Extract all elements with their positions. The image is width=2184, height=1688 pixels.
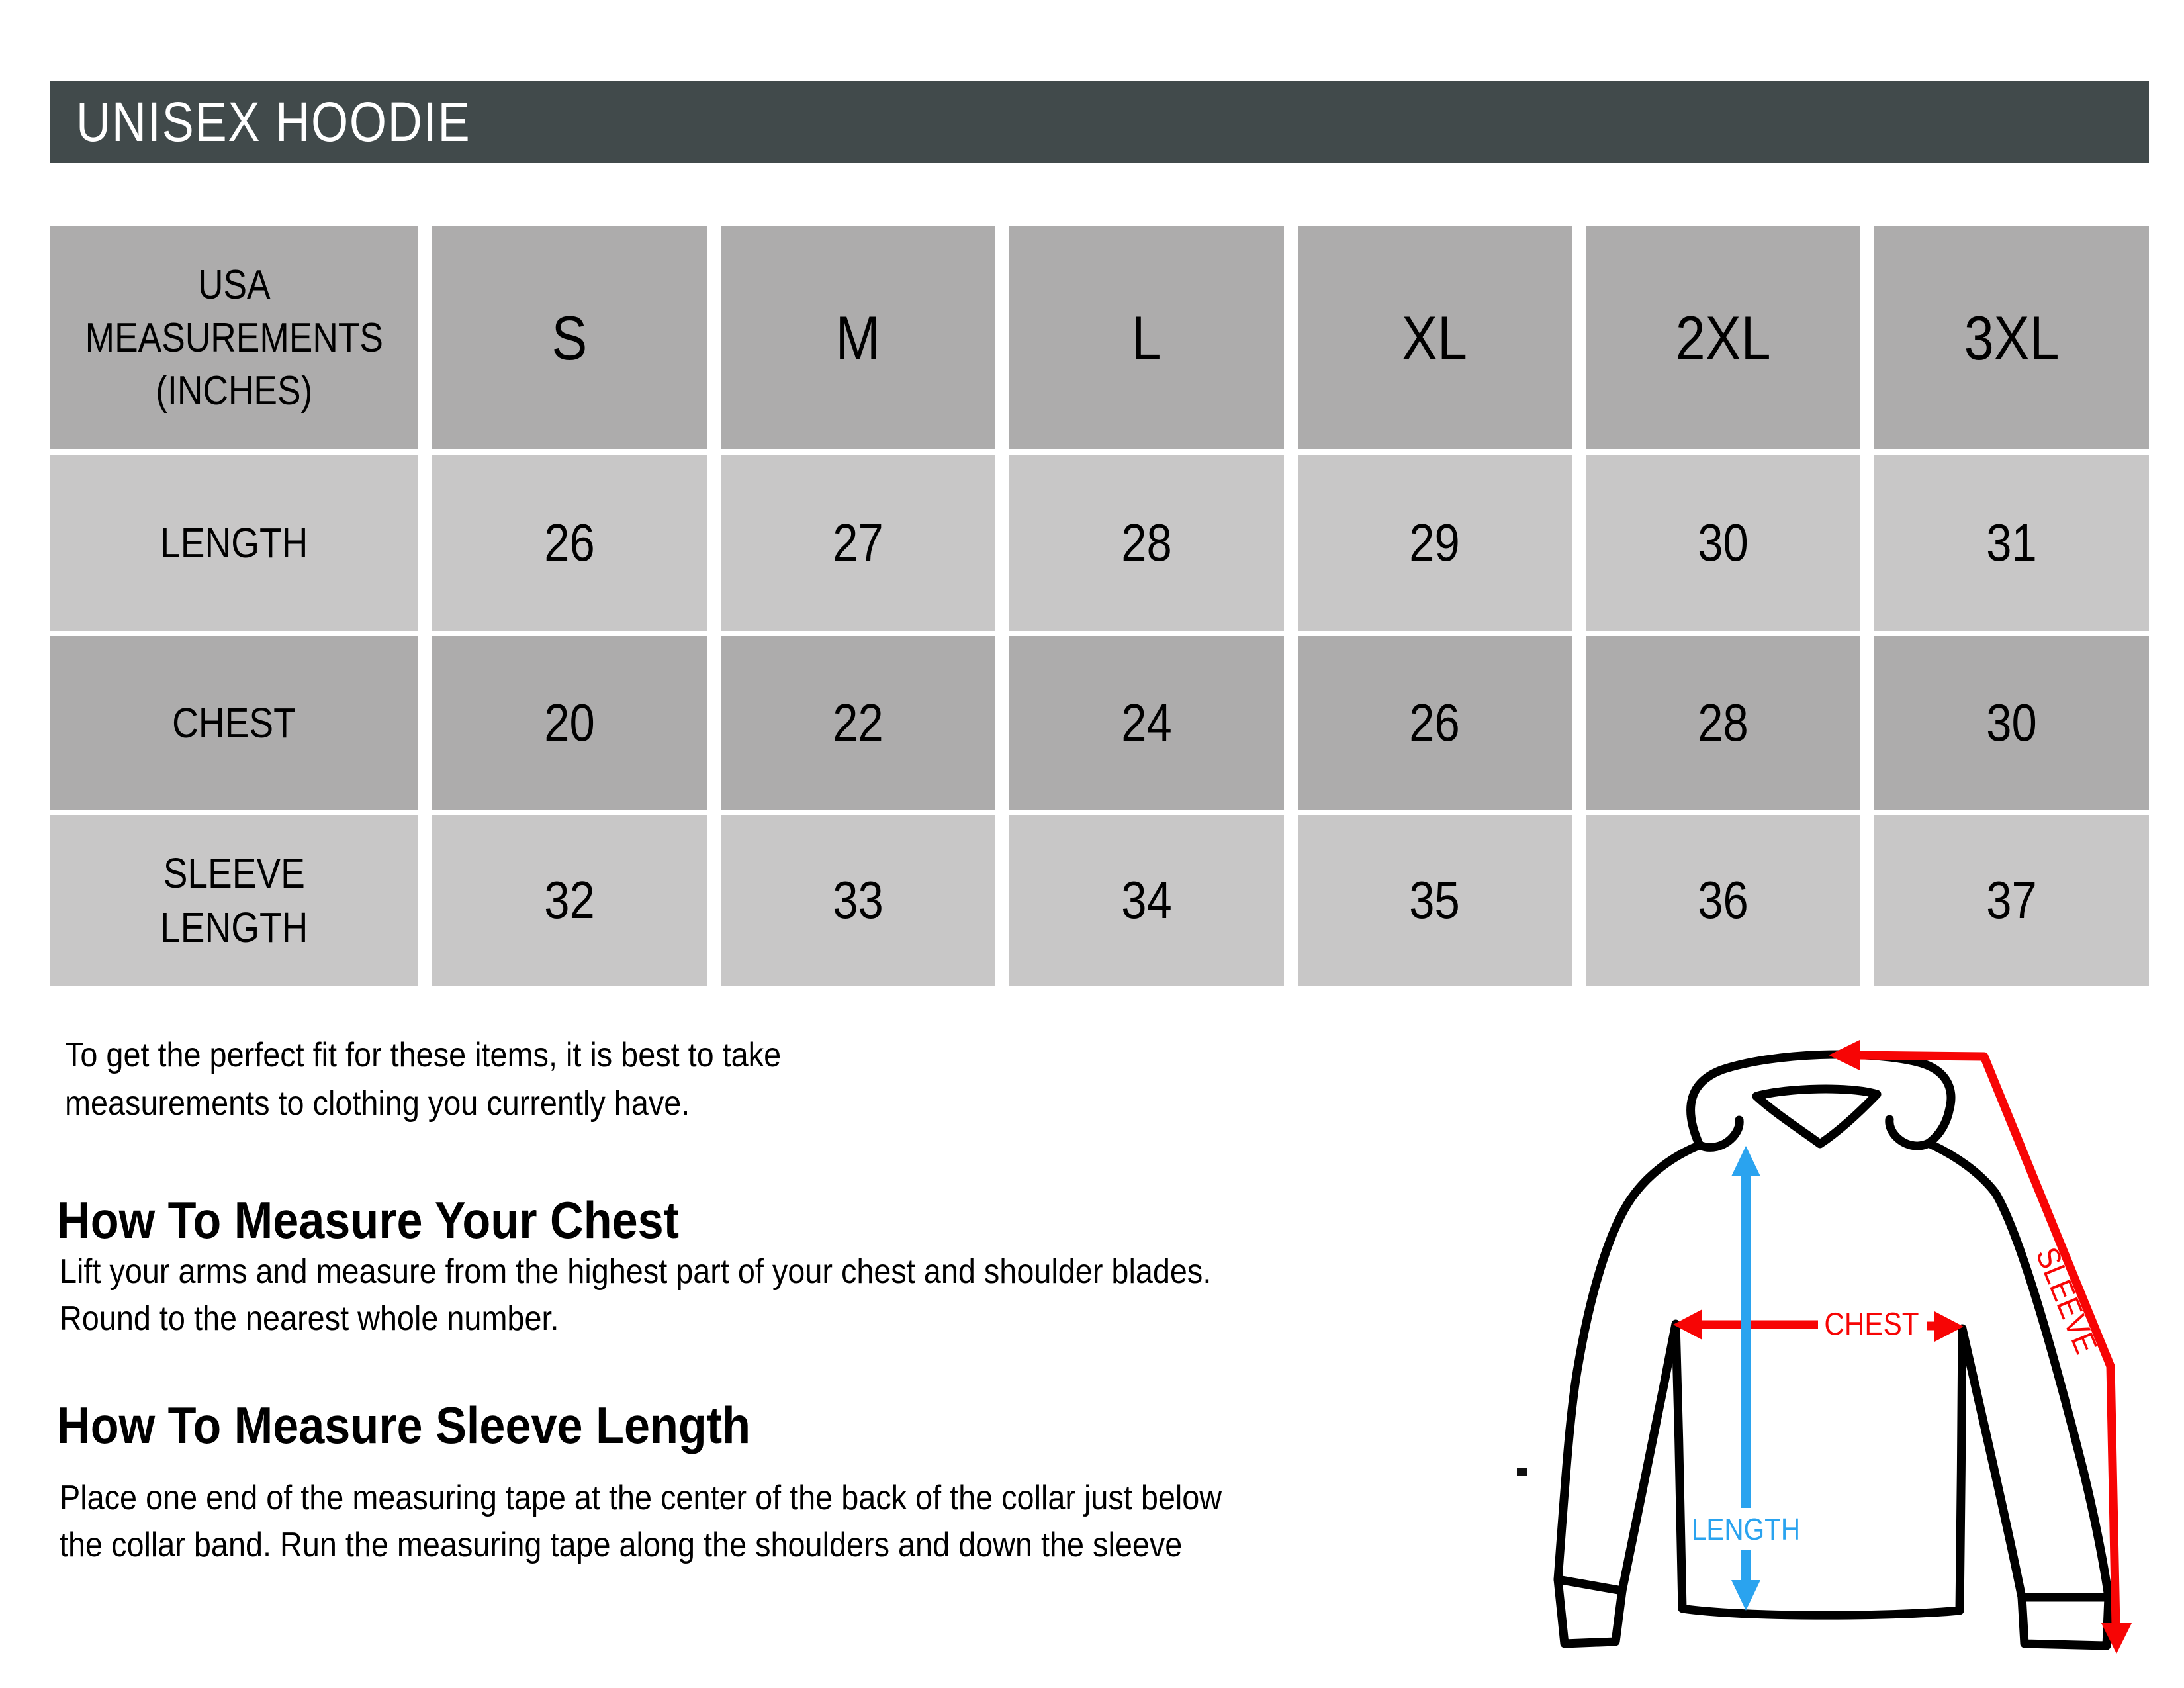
hood-right-curl <box>1885 1115 1933 1150</box>
size-header-xl: XL <box>1297 226 1572 449</box>
hoodie-outline <box>1553 1050 2113 1650</box>
chest-arrow <box>1673 1309 1964 1342</box>
table-corner-header: USA MEASUREMENTS (INCHES) <box>50 226 418 449</box>
sleeve-arrow <box>1829 1040 2132 1654</box>
length-arrow <box>1731 1146 1760 1611</box>
hood-left-curl <box>1695 1115 1744 1152</box>
length-xl: 29 <box>1297 455 1572 631</box>
chest-3xl: 30 <box>1874 636 2149 810</box>
title-bar: UNISEX HOODIE <box>50 81 2149 163</box>
chest-2xl: 28 <box>1586 636 1861 810</box>
sleeve-s: 32 <box>432 815 707 986</box>
sleeve-section-heading: How To Measure Sleeve Length <box>57 1396 751 1454</box>
length-s: 26 <box>432 455 707 631</box>
size-header-2xl: 2XL <box>1586 226 1861 449</box>
chest-section-heading: How To Measure Your Chest <box>57 1191 680 1249</box>
size-header-l: L <box>1009 226 1284 449</box>
hoodie-measurement-diagram: CHEST LENGTH SLEEVE <box>1489 1019 2184 1688</box>
row-label-length: LENGTH <box>50 455 418 631</box>
length-2xl: 30 <box>1586 455 1861 631</box>
stray-dot <box>1517 1468 1527 1476</box>
length-m: 27 <box>720 455 995 631</box>
hoodie-line-drawing <box>1517 1040 2132 1654</box>
size-chart-table: USA MEASUREMENTS (INCHES) S M L XL 2XL 3… <box>50 226 2149 986</box>
chest-arrow-label: CHEST <box>1824 1307 1919 1342</box>
sleeve-xl: 35 <box>1297 815 1572 986</box>
length-arrow-label: LENGTH <box>1688 1510 1804 1548</box>
sleeve-2xl: 36 <box>1586 815 1861 986</box>
fit-note: To get the perfect fit for these items, … <box>65 1036 782 1123</box>
row-label-chest: CHEST <box>50 636 418 810</box>
chest-s: 20 <box>432 636 707 810</box>
size-header-s: S <box>432 226 707 449</box>
sleeve-section-body: Place one end of the measuring tape at t… <box>60 1479 1222 1564</box>
length-3xl: 31 <box>1874 455 2149 631</box>
hood-opening <box>1752 1084 1882 1149</box>
chest-section-body: Lift your arms and measure from the high… <box>60 1252 1212 1338</box>
size-header-m: M <box>720 226 995 449</box>
row-label-sleeve-length: SLEEVE LENGTH <box>50 815 418 986</box>
sleeve-3xl: 37 <box>1874 815 2149 986</box>
chest-m: 22 <box>720 636 995 810</box>
chest-xl: 26 <box>1297 636 1572 810</box>
size-header-3xl: 3XL <box>1874 226 2149 449</box>
sleeve-l: 34 <box>1009 815 1284 986</box>
chest-l: 24 <box>1009 636 1284 810</box>
left-cuff-line <box>1553 1575 1627 1595</box>
page-title: UNISEX HOODIE <box>76 90 471 153</box>
sleeve-m: 33 <box>720 815 995 986</box>
length-l: 28 <box>1009 455 1284 631</box>
